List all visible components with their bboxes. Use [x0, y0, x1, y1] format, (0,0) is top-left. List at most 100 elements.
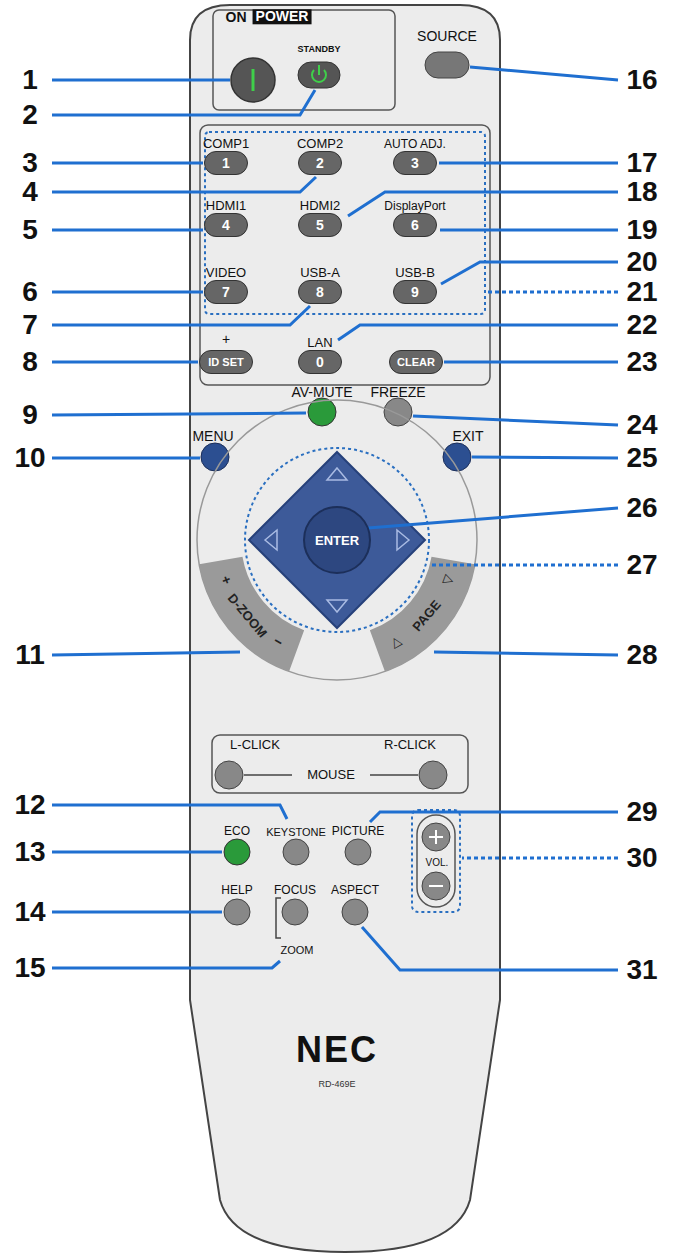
- button-label: STANDBY: [298, 45, 341, 55]
- button-caption: USB-A: [300, 265, 340, 280]
- callout-number: 14: [14, 897, 45, 928]
- button-caption: DisplayPort: [384, 199, 445, 213]
- button-caption: VIDEO: [206, 265, 246, 280]
- button-caption: USB-B: [395, 265, 435, 280]
- button-label: ZOOM: [281, 944, 314, 956]
- source-button: [425, 52, 469, 78]
- callout-number: 24: [626, 410, 657, 441]
- picture-button: [345, 839, 371, 865]
- button-label: VOL.: [426, 857, 449, 868]
- button-text: 6: [411, 217, 419, 233]
- button-label: R-CLICK: [384, 738, 436, 752]
- power-frame: [213, 10, 395, 110]
- button-text: 2: [316, 155, 324, 171]
- keypad-button: COMP11: [204, 151, 248, 175]
- focus-bracket: [276, 898, 281, 938]
- callout-number: 17: [626, 148, 657, 179]
- button-text: ENTER: [315, 533, 359, 548]
- eco-button: [224, 839, 250, 865]
- key-label: △: [388, 633, 404, 650]
- button-label: EXIT: [452, 429, 483, 444]
- callout-number: 1: [22, 65, 38, 96]
- callout-number: 26: [626, 493, 657, 524]
- power-label: ON: [226, 10, 247, 25]
- aspect-button: [342, 899, 368, 925]
- key-label: +: [217, 574, 234, 587]
- callout-number: 29: [626, 797, 657, 828]
- keypad-button: USB-B9: [393, 280, 437, 304]
- callout-number: 5: [22, 215, 38, 246]
- button-caption: AUTO ADJ.: [384, 137, 446, 151]
- dpad-arrows: [265, 468, 409, 612]
- leader-lines: [52, 67, 618, 970]
- keypad-button: ID SET: [199, 350, 253, 374]
- freeze-button: [384, 398, 412, 426]
- key-label: PAGE: [410, 598, 444, 635]
- on-button: [231, 58, 275, 102]
- callout-number: 6: [22, 277, 38, 308]
- help-button: [224, 899, 250, 925]
- button-text: 3: [411, 155, 419, 171]
- callout-number: 23: [626, 347, 657, 378]
- callout-region: [245, 448, 429, 632]
- callout-number: 30: [626, 843, 657, 874]
- keypad-button: DisplayPort6: [393, 213, 437, 237]
- key-label: ▽: [440, 573, 457, 587]
- callout-number: 7: [22, 310, 38, 341]
- rclick-button: [419, 761, 447, 789]
- button-label: FREEZE: [370, 385, 425, 400]
- callout-region: [205, 132, 485, 314]
- callout-number: 27: [626, 550, 657, 581]
- callout-number: 8: [22, 347, 38, 378]
- callout-number: 25: [626, 443, 657, 474]
- key-label: D-ZOOM: [225, 591, 270, 641]
- keypad-button: VIDEO7: [204, 280, 248, 304]
- button-text: 0: [316, 354, 324, 370]
- callout-number: 12: [14, 790, 45, 821]
- keypad-button: HDMI25: [298, 213, 342, 237]
- button-label: KEYSTONE: [266, 826, 326, 838]
- button-label: +: [222, 332, 230, 347]
- button-label: AV-MUTE: [291, 385, 352, 400]
- button-caption: COMP2: [297, 136, 343, 151]
- button-label: L-CLICK: [230, 738, 280, 752]
- button-label: ASPECT: [331, 884, 379, 897]
- callout-number: 22: [626, 310, 657, 341]
- callout-number: 15: [14, 953, 45, 984]
- callout-number: 4: [22, 177, 38, 208]
- callout-number: 3: [22, 148, 38, 179]
- callout-number: 18: [626, 177, 657, 208]
- button-text: 9: [411, 284, 419, 300]
- enter-button: ENTER: [303, 506, 371, 574]
- dpad: [249, 452, 425, 628]
- callout-number: 19: [626, 215, 657, 246]
- keystone-button: [283, 839, 309, 865]
- keypad-button: CLEAR: [389, 350, 443, 374]
- keypad-button: HDMI14: [204, 213, 248, 237]
- callout-number: 11: [15, 640, 45, 671]
- callout-number: 10: [14, 443, 45, 474]
- brand-logo: NEC: [296, 1030, 378, 1070]
- keypad-button: AUTO ADJ.3: [393, 151, 437, 175]
- keypad-button: USB-A8: [298, 280, 342, 304]
- button-text: 4: [222, 217, 230, 233]
- callout-number: 28: [626, 640, 657, 671]
- standby-symbol: [312, 65, 326, 82]
- button-text: 8: [316, 284, 324, 300]
- model-number: RD-469E: [318, 1080, 355, 1090]
- keypad-button: COMP22: [298, 151, 342, 175]
- standby-button: [298, 62, 340, 88]
- dpad-ring: [197, 400, 477, 680]
- callout-number: 20: [626, 247, 657, 278]
- button-label: FOCUS: [274, 884, 316, 897]
- button-label: PICTURE: [332, 825, 385, 838]
- on-symbol: [252, 69, 255, 91]
- callout-number: 21: [626, 277, 657, 308]
- callout-number: 2: [22, 100, 38, 131]
- button-label: ECO: [224, 825, 250, 838]
- button-label: MENU: [192, 429, 233, 444]
- focus-button: [282, 899, 308, 925]
- button-text: 5: [316, 217, 324, 233]
- button-text: ID SET: [208, 356, 243, 368]
- button-caption: COMP1: [203, 136, 249, 151]
